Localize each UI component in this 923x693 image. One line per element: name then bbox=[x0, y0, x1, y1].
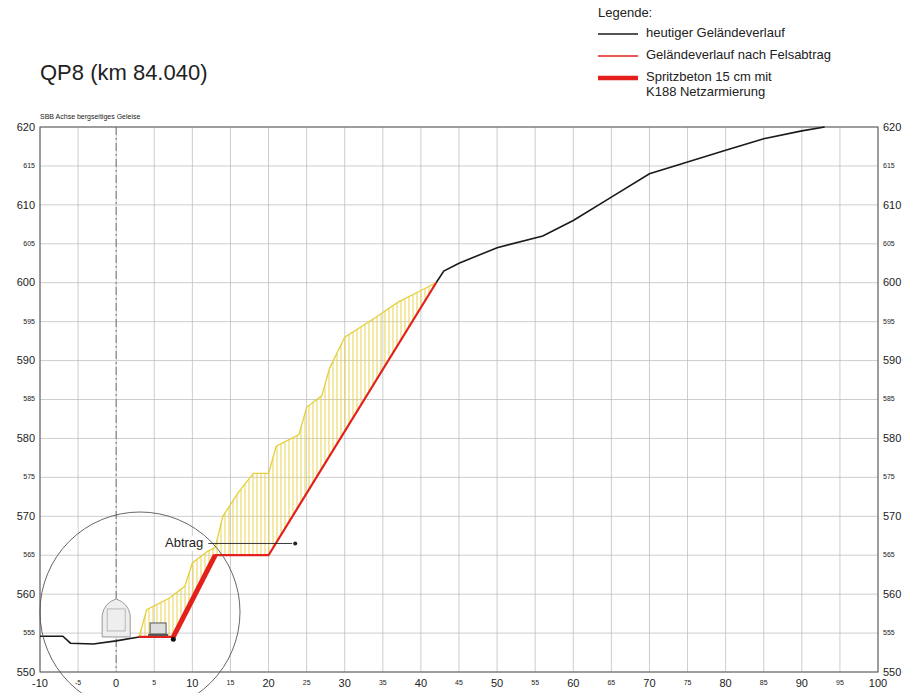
grid-line bbox=[40, 282, 878, 283]
train-clearance-profile bbox=[102, 599, 130, 637]
legend-text: Spritzbeton 15 cm mit K188 Netzarmierung bbox=[646, 70, 796, 100]
y-tick-label: 565 bbox=[23, 551, 35, 559]
y-tick-label: 585 bbox=[883, 395, 895, 403]
x-tick-label: 95 bbox=[836, 679, 844, 687]
y-tick-label: 605 bbox=[23, 240, 35, 248]
x-tick-label: 100 bbox=[869, 677, 887, 690]
y-tick-label: 570 bbox=[883, 510, 901, 523]
x-tick-label: 10 bbox=[186, 677, 198, 690]
grid-line bbox=[40, 399, 878, 400]
excavation-hatch bbox=[139, 283, 436, 637]
callout-label: Abtrag bbox=[163, 536, 205, 551]
grid-line bbox=[40, 204, 878, 205]
grid-line bbox=[40, 438, 878, 439]
legend-text: Geländeverlauf nach Felsabtrag bbox=[646, 48, 831, 63]
x-tick-label: 90 bbox=[796, 677, 808, 690]
y-tick-label: 555 bbox=[23, 629, 35, 637]
x-tick-label: 70 bbox=[643, 677, 655, 690]
x-tick-label: 65 bbox=[607, 679, 615, 687]
machine-symbol bbox=[150, 623, 166, 634]
y-tick-label: 550 bbox=[17, 666, 35, 679]
y-tick-label: 620 bbox=[883, 121, 901, 134]
x-tick-label: -5 bbox=[75, 679, 81, 687]
x-tick-label: 0 bbox=[113, 677, 119, 690]
y-tick-label: 595 bbox=[883, 318, 895, 326]
leader-dot bbox=[293, 541, 297, 545]
grid-line bbox=[40, 243, 878, 244]
y-tick-label: 560 bbox=[883, 588, 901, 601]
x-tick-label: 80 bbox=[720, 677, 732, 690]
original-rock-line bbox=[139, 283, 436, 637]
x-tick-label: 5 bbox=[152, 679, 156, 687]
x-tick-label: 15 bbox=[227, 679, 235, 687]
y-tick-label: 565 bbox=[883, 551, 895, 559]
grid-line bbox=[40, 477, 878, 478]
y-tick-label: 570 bbox=[17, 510, 35, 523]
shotcrete-line bbox=[173, 555, 215, 637]
y-tick-label: 590 bbox=[17, 354, 35, 367]
grid-line bbox=[116, 127, 117, 672]
grid-line bbox=[40, 594, 878, 595]
anchor-dot bbox=[171, 637, 176, 642]
legend-heading: Legende: bbox=[598, 6, 652, 21]
y-tick-label: 580 bbox=[17, 432, 35, 445]
legend-sample bbox=[598, 55, 638, 57]
grid-line bbox=[40, 321, 878, 322]
leader-line bbox=[208, 543, 292, 544]
y-tick-label: 600 bbox=[883, 276, 901, 289]
y-tick-label: 585 bbox=[23, 395, 35, 403]
legend-text: heutiger Geländeverlauf bbox=[646, 26, 785, 41]
train-body bbox=[107, 609, 125, 631]
x-tick-label: 45 bbox=[455, 679, 463, 687]
y-tick-label: 610 bbox=[17, 199, 35, 212]
y-tick-label: 575 bbox=[883, 473, 895, 481]
y-tick-label: 600 bbox=[17, 276, 35, 289]
grid-line bbox=[40, 516, 878, 517]
grid bbox=[40, 127, 878, 672]
legend-sample bbox=[598, 76, 638, 81]
detail-circle bbox=[40, 512, 240, 693]
y-tick-label: 590 bbox=[883, 354, 901, 367]
grid-line bbox=[40, 165, 878, 166]
track-axis bbox=[116, 127, 117, 672]
x-tick-label: 55 bbox=[531, 679, 539, 687]
y-tick-label: 560 bbox=[17, 588, 35, 601]
y-tick-label: 605 bbox=[883, 240, 895, 248]
x-tick-label: 50 bbox=[491, 677, 503, 690]
y-tick-label: 550 bbox=[883, 666, 901, 679]
y-tick-label: 615 bbox=[883, 162, 895, 170]
x-tick-label: -10 bbox=[32, 677, 48, 690]
y-tick-label: 575 bbox=[23, 473, 35, 481]
terrain-after-excavation bbox=[139, 283, 436, 637]
grid-line bbox=[40, 360, 878, 361]
x-tick-label: 60 bbox=[567, 677, 579, 690]
y-tick-label: 615 bbox=[23, 162, 35, 170]
x-tick-label: 85 bbox=[760, 679, 768, 687]
y-tick-label: 610 bbox=[883, 199, 901, 212]
axis-note: SBB Achse bergseitiges Geleise bbox=[40, 113, 140, 121]
plot-frame bbox=[40, 127, 878, 672]
x-tick-label: 75 bbox=[684, 679, 692, 687]
profile-lines bbox=[40, 127, 825, 693]
x-tick-label: 40 bbox=[415, 677, 427, 690]
terrain-line bbox=[436, 127, 825, 283]
grid-line bbox=[40, 555, 878, 556]
y-tick-label: 555 bbox=[883, 629, 895, 637]
x-tick-label: 20 bbox=[262, 677, 274, 690]
x-tick-label: 30 bbox=[339, 677, 351, 690]
legend-samples bbox=[598, 34, 638, 78]
machine-base bbox=[148, 634, 168, 636]
x-tick-label: 25 bbox=[303, 679, 311, 687]
title: QP8 (km 84.040) bbox=[40, 60, 208, 85]
y-tick-label: 620 bbox=[17, 121, 35, 134]
legend-sample bbox=[598, 33, 638, 35]
x-tick-label: 35 bbox=[379, 679, 387, 687]
y-tick-label: 595 bbox=[23, 318, 35, 326]
y-tick-label: 580 bbox=[883, 432, 901, 445]
